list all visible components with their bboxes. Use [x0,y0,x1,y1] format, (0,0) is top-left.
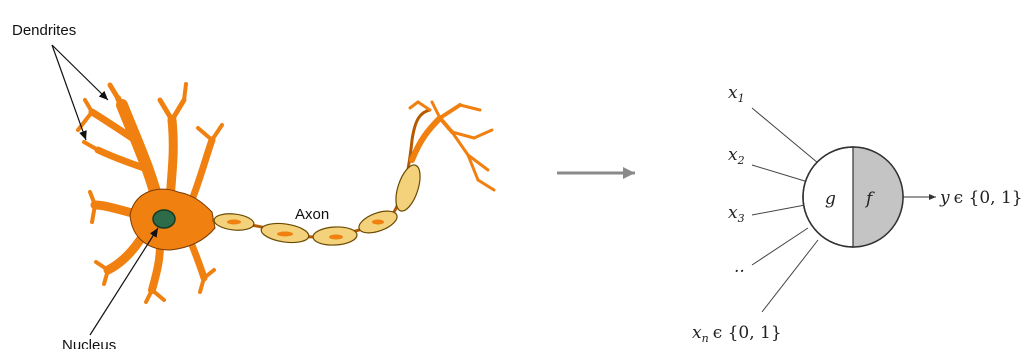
neuron: Dendrites Axon Nucleus [12,22,494,349]
f-half [853,147,903,247]
g-label: g [825,189,836,209]
nucleus-arrow [90,228,158,335]
input-label-x2: x2 [728,145,745,167]
dendrites-arrow-2 [52,45,86,140]
nucleus [153,210,175,228]
input-label-x3: x3 [728,203,745,225]
input-label-x1: x1 [728,83,745,105]
axon-label: Axon [295,206,329,223]
myelin-sheaths [213,162,425,246]
input-label-ellipsis: .. [734,257,745,277]
nucleus-label: Nucleus [62,337,116,349]
dendrites-arrow-1 [52,45,108,100]
dendrites-label: Dendrites [12,22,76,39]
